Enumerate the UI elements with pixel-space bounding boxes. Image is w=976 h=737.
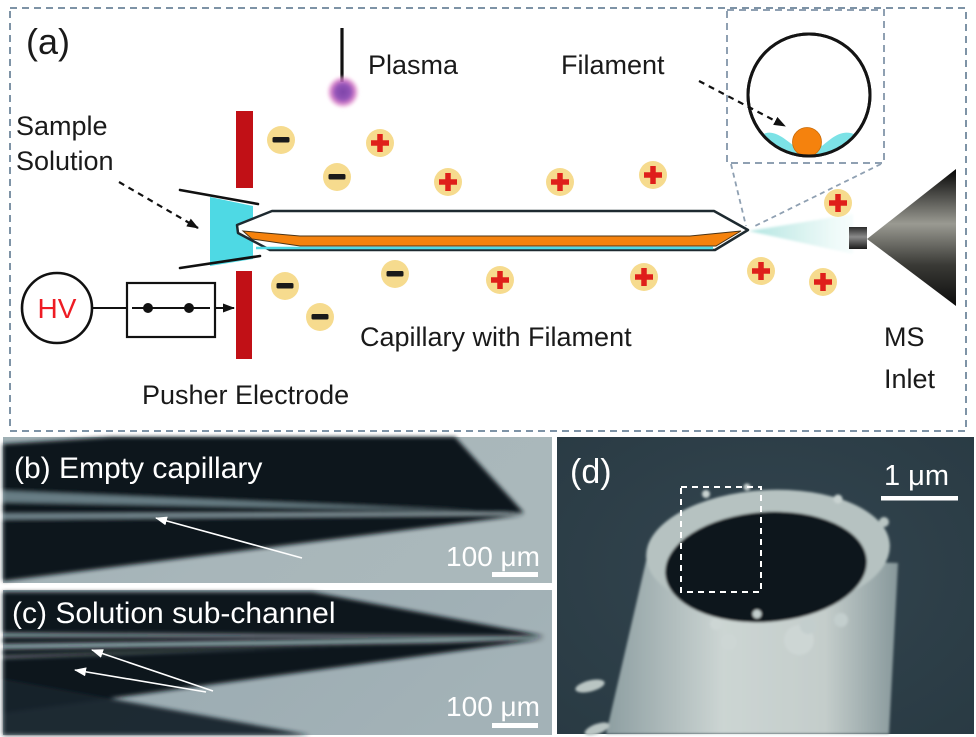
- pusher-electrode-top-bar: [236, 111, 253, 188]
- positive-ion: [546, 168, 574, 196]
- funnel-top-wall: [178, 188, 260, 206]
- glass-shading-top: [3, 491, 524, 513]
- capillary-bottom-wedge-c: [3, 639, 545, 713]
- ms-inlet-label-line2: Inlet: [884, 364, 936, 394]
- filament-inset-box: [726, 9, 885, 164]
- panel-d-label: (d): [570, 453, 612, 491]
- bore-pointer-arrow: [155, 516, 303, 559]
- pusher-electrode-bottom-bar: [236, 271, 252, 359]
- panel-b-scale-label: 100 μm: [446, 541, 540, 572]
- panel-b-label: (b) Empty capillary: [14, 452, 262, 485]
- panel-c-scale-bar: [492, 723, 538, 728]
- glass-shading-bottom: [3, 514, 524, 519]
- switch-box: [125, 281, 217, 339]
- capillary-label: Capillary with Filament: [360, 322, 632, 352]
- sample-solution-liquid: [210, 197, 253, 266]
- positive-ion: [630, 263, 658, 291]
- filament-label: Filament: [561, 50, 665, 80]
- inset-filament-dot: [792, 127, 822, 157]
- panel-b-micrograph: (b) Empty capillary 100 μm: [3, 437, 552, 583]
- sample-solution-label-line1: Sample: [16, 111, 108, 141]
- panel-d-scale-bar: [881, 496, 958, 501]
- inset-circle-outline: [746, 32, 872, 158]
- plasma-ball-icon: [326, 75, 360, 109]
- ms-inlet-tube: [849, 227, 867, 249]
- negative-ion: [267, 126, 295, 154]
- negative-ion: [306, 303, 334, 331]
- panel-c-label: (c) Solution sub-channel: [12, 597, 336, 630]
- positive-ion: [639, 161, 667, 189]
- capillary-center-bore: [3, 502, 524, 514]
- ms-inlet-cone: [867, 169, 956, 306]
- bottom-shadow-band: [3, 679, 310, 735]
- panel-a-border: [9, 7, 967, 432]
- switch-contact-left: [143, 303, 153, 313]
- sub-channel-line-1: [3, 637, 545, 644]
- positive-ion: [809, 268, 837, 296]
- hv-label: HV: [38, 293, 77, 324]
- sample-solution-label-line2: Solution: [16, 146, 114, 176]
- funnel-bottom-wall: [178, 254, 262, 270]
- inset-connector-left: [730, 163, 747, 227]
- panel-c-micrograph: (c) Solution sub-channel 100 μm: [3, 590, 552, 735]
- panel-b-scale-bar: [492, 572, 538, 577]
- capillary-filament-strip: [241, 230, 742, 247]
- capillary-top-wedge: [3, 437, 524, 513]
- ion-symbols: [267, 126, 852, 331]
- tip-opening: [665, 511, 867, 623]
- positive-ion: [486, 266, 514, 294]
- positive-ion: [824, 189, 852, 217]
- sub-channel-arrow-2: [74, 667, 207, 693]
- capillary-top-wedge-c: [3, 592, 545, 636]
- electrospray-plume: [749, 214, 853, 254]
- positive-ion: [366, 129, 394, 157]
- switch-contact-right: [184, 303, 194, 313]
- panel-c-scale-label: 100 μm: [446, 691, 540, 722]
- filament-arrow: [698, 80, 786, 127]
- negative-ion: [381, 260, 409, 288]
- highlight-dashed-box: [680, 486, 762, 593]
- debris-left-lower: [584, 722, 610, 736]
- panel-a-schematic: (a) Plasma Sample Solution Pusher Electr…: [9, 7, 967, 432]
- pusher-electrode-label: Pusher Electrode: [142, 380, 349, 410]
- negative-ion: [323, 163, 351, 191]
- panel-d-sem: (d) 1 μm: [557, 437, 974, 736]
- panel-d-scale-label: 1 μm: [884, 460, 949, 492]
- plasma-label: Plasma: [368, 50, 459, 80]
- positive-ion: [434, 168, 462, 196]
- sub-channel-arrow-1: [91, 649, 214, 692]
- debris-left-upper: [575, 679, 605, 693]
- inset-connector-right: [752, 163, 882, 228]
- panel-a-label: (a): [26, 21, 70, 62]
- ms-inlet-label-line1: MS: [884, 322, 925, 352]
- positive-ion: [747, 257, 775, 285]
- sample-solution-arrow: [118, 181, 199, 229]
- negative-ion: [271, 272, 299, 300]
